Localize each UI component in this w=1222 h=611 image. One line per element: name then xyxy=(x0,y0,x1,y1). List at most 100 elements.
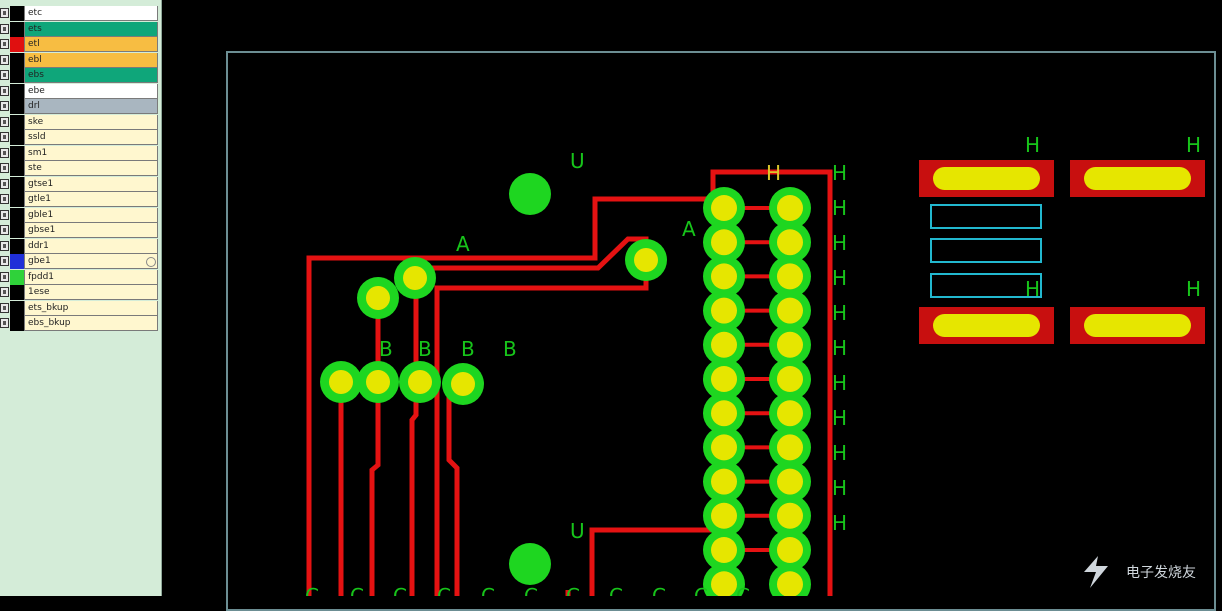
layer-color-swatch[interactable] xyxy=(10,176,24,192)
layer-color-swatch[interactable] xyxy=(10,269,24,285)
layer-name[interactable]: ssld xyxy=(24,130,158,145)
layer-visibility-toggle[interactable] xyxy=(0,163,9,173)
layer-visibility-toggle[interactable] xyxy=(0,8,9,18)
layer-name[interactable]: ebs_bkup xyxy=(24,316,158,331)
layer-name[interactable]: gbe1 xyxy=(24,254,158,269)
layer-row[interactable]: gtle1 xyxy=(0,192,160,208)
layer-color-swatch[interactable] xyxy=(10,68,24,83)
layer-visibility-toggle[interactable] xyxy=(0,101,9,111)
layer-visibility-toggle[interactable] xyxy=(0,70,9,80)
layer-row[interactable]: ste xyxy=(0,161,160,177)
silk-label: C xyxy=(652,584,666,596)
layer-color-swatch[interactable] xyxy=(10,114,24,130)
layer-name[interactable]: etc xyxy=(24,6,158,21)
layer-name[interactable]: gble1 xyxy=(24,207,158,223)
layer-row[interactable]: ddr1 xyxy=(0,238,160,255)
silk-label: H xyxy=(832,301,847,325)
layer-name[interactable]: ske xyxy=(24,114,158,130)
layer-name[interactable]: ebl xyxy=(24,52,158,68)
layer-row[interactable]: etl xyxy=(0,37,160,53)
layer-color-swatch[interactable] xyxy=(10,223,24,238)
layer-name[interactable]: ebs xyxy=(24,68,158,83)
layer-color-swatch[interactable] xyxy=(10,207,24,223)
layer-visibility-toggle[interactable] xyxy=(0,271,9,282)
component-outline xyxy=(930,204,1042,229)
pad-drill xyxy=(711,571,737,596)
layer-color-swatch[interactable] xyxy=(10,21,24,37)
layer-visibility-toggle[interactable] xyxy=(0,318,9,328)
layer-row[interactable]: gtse1 xyxy=(0,176,160,193)
layer-name[interactable]: 1ese xyxy=(24,285,158,300)
layer-row[interactable]: ebl xyxy=(0,52,160,69)
layer-color-swatch[interactable] xyxy=(10,145,24,161)
layer-name[interactable]: ste xyxy=(24,161,158,176)
layer-row[interactable]: ets xyxy=(0,21,160,38)
layer-name[interactable]: ebe xyxy=(24,83,158,99)
layer-visibility-toggle[interactable] xyxy=(0,287,9,297)
layer-visibility-toggle[interactable] xyxy=(0,116,9,127)
layer-visibility-toggle[interactable] xyxy=(0,54,9,65)
layer-row[interactable]: gble1 xyxy=(0,207,160,224)
layer-color-swatch[interactable] xyxy=(10,52,24,68)
layer-visibility-toggle[interactable] xyxy=(0,302,9,313)
layer-name[interactable]: ets xyxy=(24,21,158,37)
pad-drill xyxy=(777,571,803,596)
layer-visibility-toggle[interactable] xyxy=(0,39,9,49)
layer-color-swatch[interactable] xyxy=(10,99,24,114)
silk-label: H xyxy=(1186,133,1201,157)
silk-label: C xyxy=(393,584,407,596)
layer-row[interactable]: drl xyxy=(0,99,160,115)
layer-visibility-toggle[interactable] xyxy=(0,194,9,204)
layer-name[interactable]: ets_bkup xyxy=(24,300,158,316)
layer-color-swatch[interactable] xyxy=(10,130,24,145)
layer-color-swatch[interactable] xyxy=(10,161,24,176)
layer-name[interactable]: gbse1 xyxy=(24,223,158,238)
layer-row[interactable]: 1ese xyxy=(0,285,160,301)
layer-row[interactable]: fpdd1 xyxy=(0,269,160,286)
layer-name[interactable]: gtse1 xyxy=(24,176,158,192)
layer-color-swatch[interactable] xyxy=(10,254,24,269)
layer-color-swatch[interactable] xyxy=(10,316,24,331)
layer-row[interactable]: ske xyxy=(0,114,160,131)
silk-label: C xyxy=(305,584,319,596)
layer-color-swatch[interactable] xyxy=(10,300,24,316)
layer-row[interactable]: ssld xyxy=(0,130,160,146)
layer-color-swatch[interactable] xyxy=(10,192,24,207)
layer-visibility-toggle[interactable] xyxy=(0,23,9,34)
layer-row[interactable]: gbe1 xyxy=(0,254,160,270)
layer-visibility-toggle[interactable] xyxy=(0,132,9,142)
layer-row[interactable]: ets_bkup xyxy=(0,300,160,317)
layer-color-swatch[interactable] xyxy=(10,6,24,21)
pad-drill xyxy=(408,370,432,394)
layer-name[interactable]: sm1 xyxy=(24,145,158,161)
copper-trace xyxy=(306,169,833,596)
layer-visibility-toggle[interactable] xyxy=(0,178,9,189)
layer-name[interactable]: drl xyxy=(24,99,158,114)
layer-visibility-toggle[interactable] xyxy=(0,209,9,220)
layer-color-swatch[interactable] xyxy=(10,285,24,300)
layer-visibility-toggle[interactable] xyxy=(0,85,9,96)
layer-row[interactable]: ebs_bkup xyxy=(0,316,160,332)
layer-visibility-toggle[interactable] xyxy=(0,225,9,235)
layer-name[interactable]: fpdd1 xyxy=(24,269,158,285)
layer-name[interactable]: etl xyxy=(24,37,158,52)
layer-row[interactable]: ebs xyxy=(0,68,160,84)
layer-row[interactable]: sm1 xyxy=(0,145,160,162)
layer-color-swatch[interactable] xyxy=(10,37,24,52)
layer-visibility-toggle[interactable] xyxy=(0,240,9,251)
layer-name[interactable]: ddr1 xyxy=(24,238,158,254)
layer-row[interactable]: gbse1 xyxy=(0,223,160,239)
layer-color-swatch[interactable] xyxy=(10,238,24,254)
layer-option-icon[interactable] xyxy=(146,257,156,267)
layer-row[interactable]: ebe xyxy=(0,83,160,100)
layer-name[interactable]: gtle1 xyxy=(24,192,158,207)
layer-visibility-toggle[interactable] xyxy=(0,147,9,158)
layer-color-swatch[interactable] xyxy=(10,83,24,99)
layer-visibility-toggle[interactable] xyxy=(0,256,9,266)
pad-drill xyxy=(711,400,737,427)
layer-row[interactable]: etc xyxy=(0,6,160,22)
silk-label: H xyxy=(832,511,847,535)
